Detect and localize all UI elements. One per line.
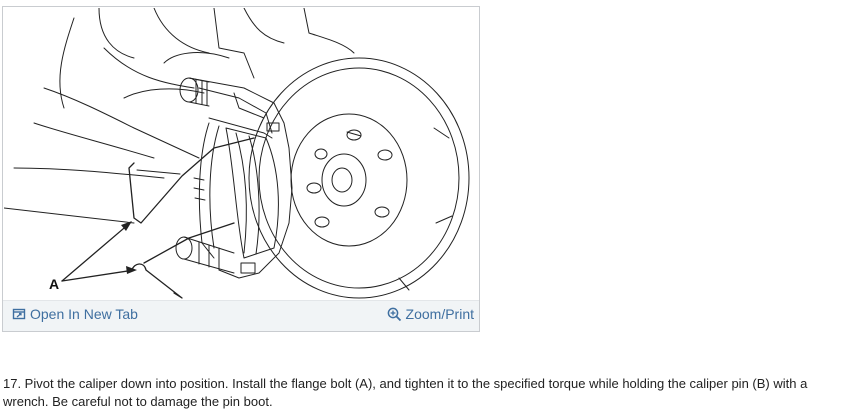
open-in-new-tab-button[interactable]: Open In New Tab	[12, 306, 138, 322]
callout-label-a: A	[49, 276, 60, 292]
zoom-in-icon	[387, 307, 401, 321]
procedure-step-text: 17. Pivot the caliper down into position…	[3, 376, 808, 409]
zoom-print-label: Zoom/Print	[405, 306, 474, 322]
figure-toolbar: Open In New Tab Zoom/Print	[3, 300, 479, 331]
brake-caliper-diagram[interactable]: A	[4, 8, 478, 302]
figure-card: A Open In New Tab Zoom/Print	[2, 6, 480, 332]
zoom-print-button[interactable]: Zoom/Print	[387, 306, 474, 322]
open-in-new-tab-label: Open In New Tab	[30, 306, 138, 322]
open-tab-icon	[12, 308, 26, 320]
